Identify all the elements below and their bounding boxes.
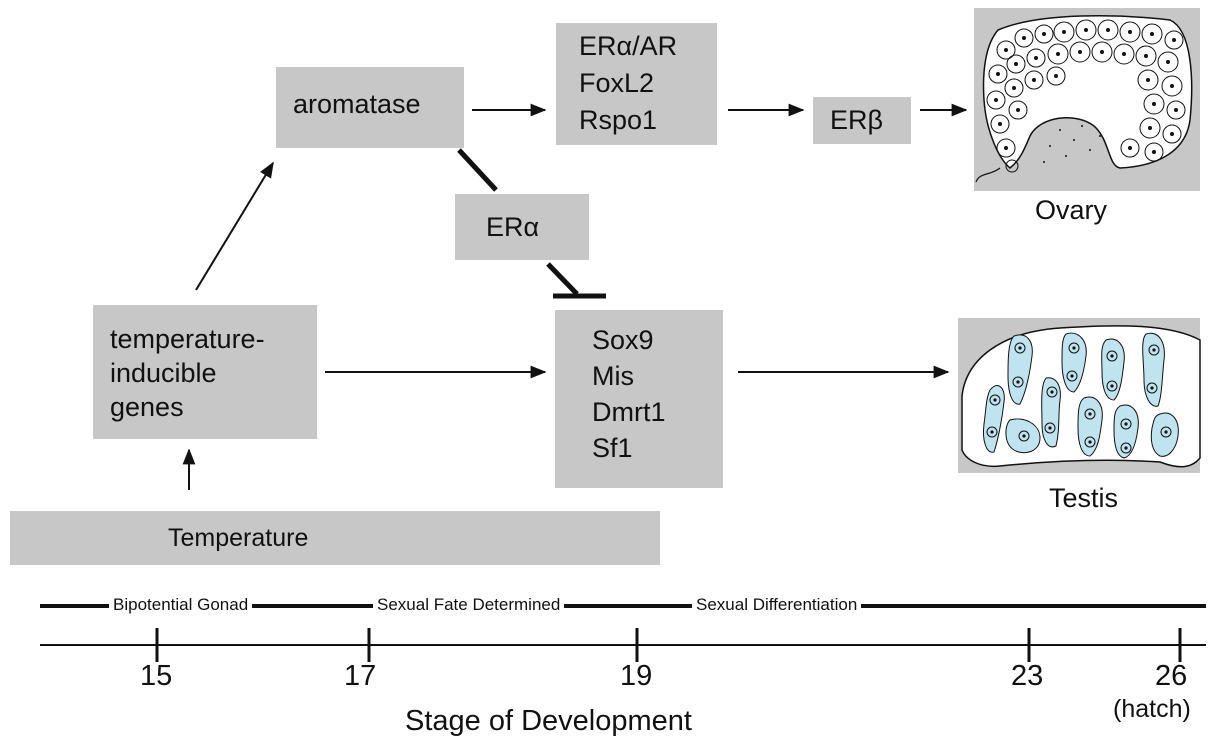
tick-label-19: 19 [620, 660, 653, 692]
er-beta-label: ERβ [830, 105, 884, 135]
arrow-genes-to-aromatase [195, 161, 274, 291]
ovary-label: Ovary [1035, 195, 1108, 225]
er-foxl2-rspo1-label: ERα/AR FoxL2 Rspo1 [579, 31, 678, 135]
er-alpha-box [455, 194, 589, 260]
tick-label-23: 23 [1011, 660, 1044, 692]
aromatase-label: aromatase [293, 89, 421, 119]
er-alpha-label: ERα [486, 212, 540, 242]
er-foxl2-rspo1-box [556, 23, 717, 145]
stage-bipotential-gonad: Bipotential Gonad [109, 595, 253, 615]
temperature-bar [10, 511, 660, 565]
axis-title: Stage of Development [405, 705, 692, 737]
er-beta-box [813, 97, 911, 144]
temperature-label: Temperature [168, 524, 309, 552]
stage-sexual-fate-determined: Sexual Fate Determined [373, 595, 565, 615]
hatch-note: (hatch) [1113, 695, 1191, 723]
inhibition-er-alpha-sox9 [546, 262, 579, 296]
ovary-illustration [974, 8, 1200, 191]
inhibition-aromatase-er-alpha [457, 148, 498, 192]
tick-label-15: 15 [140, 660, 173, 692]
sox9-mis-dmrt1-sf1-label: Sox9 Mis Dmrt1 Sf1 [592, 325, 666, 463]
testis-label: Testis [1049, 483, 1119, 513]
tick-label-26: 26 [1155, 660, 1188, 692]
sox9-mis-dmrt1-sf1-box [555, 310, 723, 488]
testis-illustration [958, 318, 1201, 473]
stage-sexual-differentiation: Sexual Differentiation [692, 595, 862, 615]
tick-label-17: 17 [344, 660, 377, 692]
temperature-genes-label: temperature- inducible genes [110, 324, 265, 422]
aromatase-box [276, 67, 464, 148]
temperature-genes-box [93, 305, 317, 439]
